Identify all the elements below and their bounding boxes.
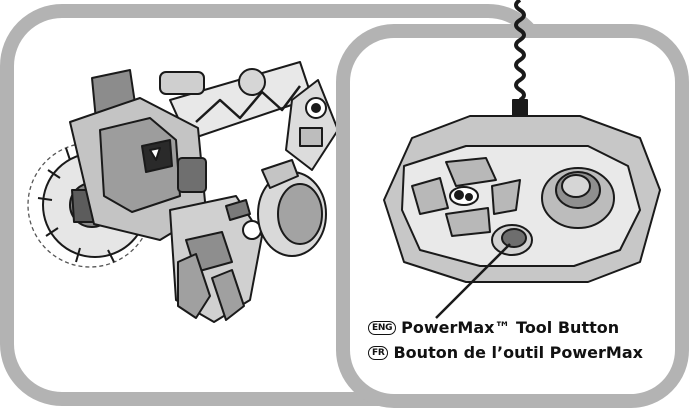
caption-english: ENG PowerMax™ Tool Button [368,318,619,337]
joystick [541,167,615,229]
caption-french: FR Bouton de l’outil PowerMax [368,343,643,362]
caption-french-text: Bouton de l’outil PowerMax [393,343,643,362]
coiled-cord [512,0,528,123]
powermax-tool-button [491,224,533,256]
caption-english-text: PowerMax™ Tool Button [401,318,620,337]
english-language-badge: ENG [368,320,397,335]
callout-line [435,243,511,319]
french-language-badge: FR [368,345,389,360]
d-pad [411,157,521,237]
